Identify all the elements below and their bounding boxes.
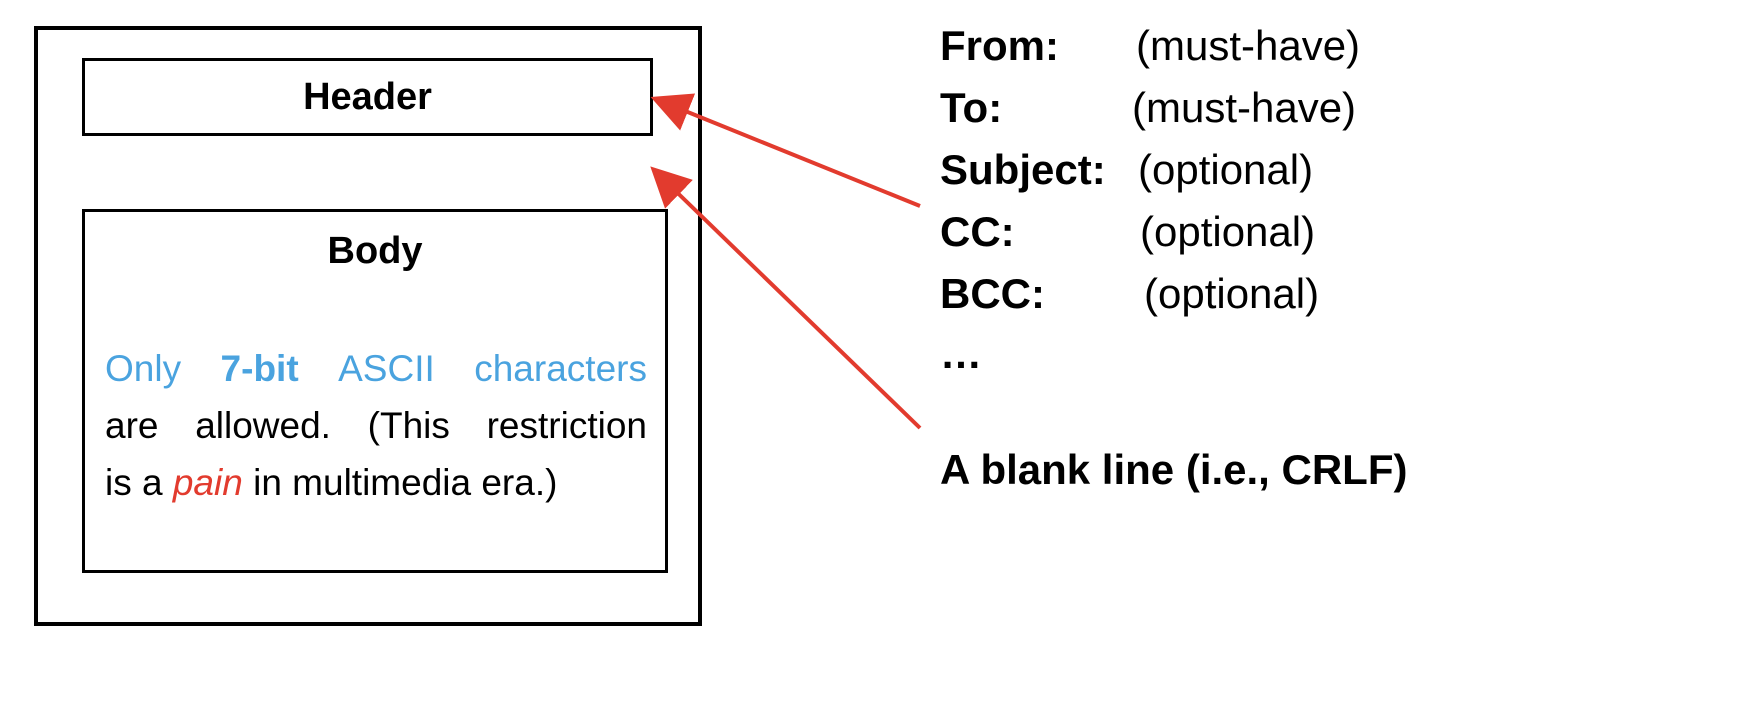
arrow-blank-line-to-gap (650, 166, 922, 430)
body-text-line-3-suffix: in multimedia era.) (242, 462, 558, 503)
body-word-only: Only (105, 348, 182, 389)
field-key-bcc: BCC: (940, 270, 1045, 317)
body-text-line-3-prefix: is a (105, 462, 173, 503)
header-section: Header (82, 58, 653, 136)
header-label: Header (303, 75, 432, 118)
body-text-line-1: Only 7-bit ASCII characters (105, 340, 647, 397)
field-value-subject: (optional) (1138, 146, 1314, 193)
body-text-line-2: are allowed. (This restriction (105, 405, 647, 446)
body-section: Body Only 7-bit ASCII characters are all… (82, 209, 668, 573)
body-label: Body (327, 230, 423, 272)
body-word-characters: characters (474, 348, 647, 389)
field-value-bcc: (optional) (1144, 270, 1320, 317)
field-key-cc: CC: (940, 208, 1015, 255)
body-text-line-3: is a pain in multimedia era.) (105, 454, 647, 511)
arrow-fields-to-header (650, 93, 921, 208)
blank-line-label: A blank line (i.e., CRLF) (940, 446, 1408, 493)
body-description: Only 7-bit ASCII characters are allowed.… (105, 340, 647, 511)
field-value-from: (must-have) (1136, 22, 1361, 69)
ellipsis-more-fields: … (940, 330, 982, 377)
field-key-to: To: (940, 84, 1003, 131)
body-word-7bit: 7-bit (220, 348, 299, 389)
email-message-box (34, 26, 702, 626)
field-key-subject: Subject: (940, 146, 1106, 193)
field-value-to: (must-have) (1132, 84, 1357, 131)
field-value-cc: (optional) (1140, 208, 1316, 255)
field-key-from: From: (940, 22, 1059, 69)
body-text-emphasis-pain: pain (172, 462, 243, 503)
body-word-ascii: ASCII (338, 348, 435, 389)
